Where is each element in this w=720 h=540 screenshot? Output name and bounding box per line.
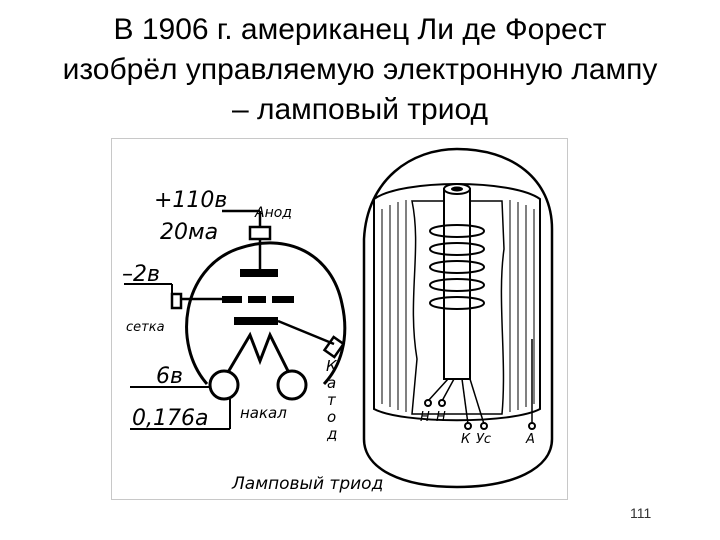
cathode-terminal <box>322 335 346 359</box>
grid-voltage-label: –2в <box>122 262 160 287</box>
triode-schematic <box>124 209 347 430</box>
page-number: 111 <box>630 505 652 521</box>
triode-cutaway <box>362 147 554 489</box>
anode-cylinder <box>373 183 541 422</box>
grid-spiral <box>429 224 486 310</box>
title-line-3: – ламповый триод <box>231 93 489 126</box>
pin-label-a: А <box>525 432 535 447</box>
anode-label: Анод <box>254 205 292 221</box>
title-line-2: изобрёл управляемую электронную лампу <box>62 53 658 86</box>
slide-title: В 1906 г. американец Ли де Форест изобрё… <box>20 10 700 130</box>
pin-label-h2: Н <box>436 410 446 425</box>
cathode-plate <box>234 317 278 325</box>
base-pins <box>424 399 536 430</box>
filament-pin-right <box>276 369 308 401</box>
filament <box>222 331 294 380</box>
tube-envelope <box>185 241 347 386</box>
cathode-letter-1: К <box>326 357 338 375</box>
anode-hatching <box>381 200 535 412</box>
grid-label: сетка <box>126 320 165 335</box>
anode-plate <box>240 269 278 277</box>
pin-label-h1: Н <box>420 410 430 425</box>
filament-label: накал <box>240 404 287 422</box>
anode-current-label: 20ма <box>160 220 218 245</box>
figure-caption: Ламповый триод <box>231 474 383 494</box>
cathode-letter-3: т <box>327 391 337 409</box>
anode-terminal <box>248 225 272 241</box>
pin-label-uc: Уc <box>476 432 491 447</box>
title-line-1: В 1906 г. американец Ли де Форест <box>113 13 607 46</box>
cathode-letter-5: д <box>326 425 337 443</box>
cathode-letter-4: о <box>327 408 336 426</box>
lead-wires <box>427 339 533 425</box>
grid-terminal <box>170 292 183 310</box>
cathode-letter-2: а <box>327 374 336 392</box>
cathode-label: К а т о д <box>326 357 338 443</box>
triode-drawing: +110в 20ма Анод –2в сетка 6в 0,176а нака… <box>122 147 554 494</box>
filament-pin-left <box>208 369 240 401</box>
triode-figure: +110в 20ма Анод –2в сетка 6в 0,176а нака… <box>111 138 568 500</box>
grid-electrode <box>222 296 294 303</box>
filament-voltage-label: 6в <box>156 364 183 389</box>
filament-current-label: 0,176а <box>132 406 208 431</box>
anode-voltage-label: +110в <box>154 188 227 213</box>
cathode-rod <box>443 188 471 380</box>
pin-label-k: К <box>461 432 471 447</box>
glass-envelope <box>362 147 554 489</box>
